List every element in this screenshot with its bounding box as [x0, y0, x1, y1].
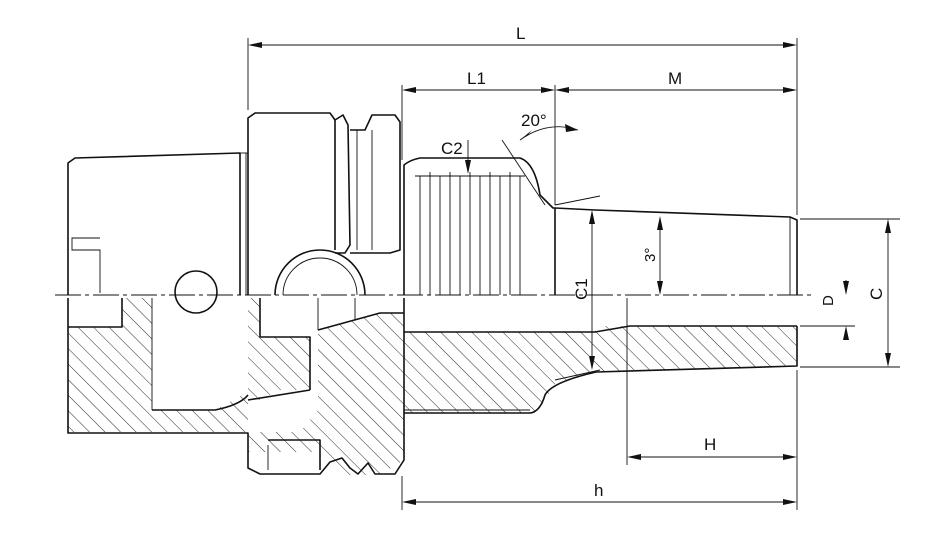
- holder-outline-lower: [67, 298, 798, 475]
- label-angle-3: 3°: [642, 248, 659, 262]
- label-C1: C1: [572, 278, 591, 300]
- label-C2: C2: [441, 139, 463, 158]
- dimension-D: D: [800, 280, 855, 340]
- label-H: H: [704, 435, 716, 454]
- dimension-M: M: [555, 69, 797, 93]
- thread-lines: [415, 172, 525, 295]
- holder-outline-upper: [67, 112, 798, 296]
- label-L1: L1: [467, 69, 486, 88]
- dimension-h: h: [401, 465, 798, 510]
- dimension-L: L: [247, 24, 798, 215]
- section-hatch: [68, 298, 797, 475]
- dimension-C1: C1: [554, 195, 601, 381]
- dimension-L1: L1: [401, 69, 556, 205]
- drive-hole: [174, 270, 218, 314]
- label-h: h: [594, 481, 603, 500]
- label-D: D: [820, 295, 837, 306]
- label-C: C: [867, 288, 886, 300]
- label-angle-20: 20°: [521, 111, 547, 130]
- label-L: L: [516, 24, 525, 43]
- dimension-C2: C2: [441, 139, 471, 174]
- dimension-H: H: [626, 298, 798, 465]
- angle-3: 3°: [642, 216, 663, 295]
- label-M: M: [668, 69, 682, 88]
- angle-20: 20°: [501, 111, 579, 206]
- dimension-C: C: [800, 218, 900, 368]
